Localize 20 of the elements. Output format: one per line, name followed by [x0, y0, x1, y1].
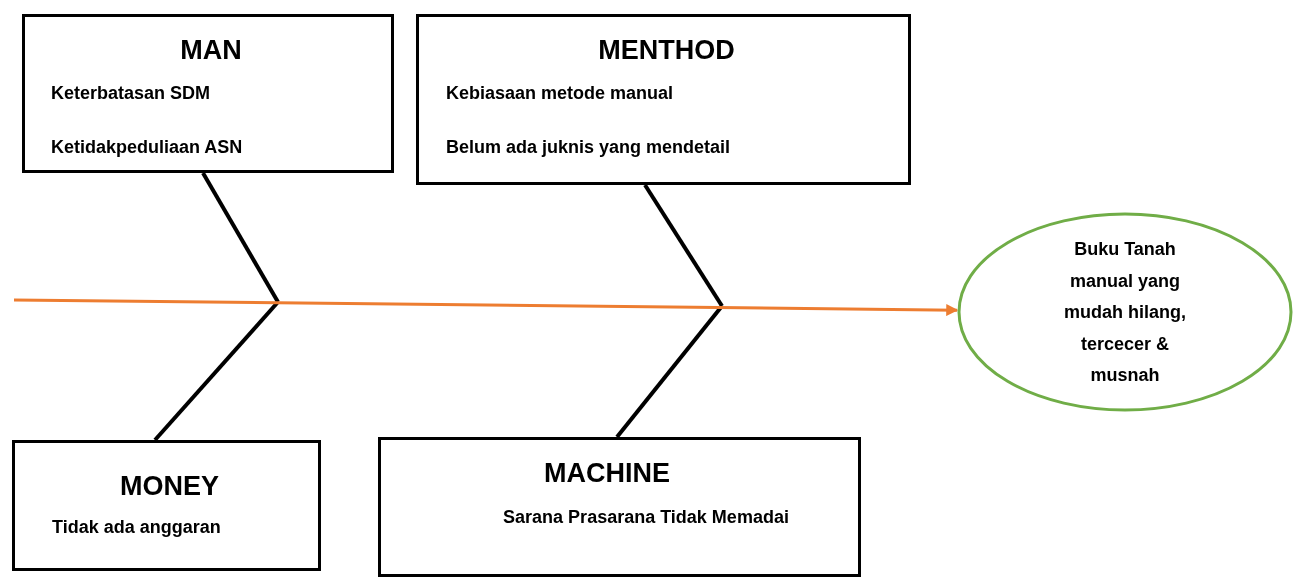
- arrow: [14, 298, 959, 317]
- category-title: MENTHOD: [597, 35, 736, 66]
- category-title: MACHINE: [544, 458, 670, 489]
- cause-text: Kebiasaan metode manual: [446, 83, 674, 104]
- cause-text: Keterbatasan SDM: [51, 83, 211, 104]
- fishbone-line: [201, 172, 280, 303]
- category-title: MAN: [179, 35, 243, 66]
- fishbone-line: [643, 183, 724, 308]
- fishbone-line: [615, 304, 724, 439]
- category-box: [416, 14, 911, 185]
- effect-text: Buku Tanah manual yang mudah hilang, tercecer & musnah: [1063, 238, 1187, 387]
- category-title: MONEY: [119, 471, 220, 502]
- cause-text: Ketidakpeduliaan ASN: [51, 137, 243, 158]
- effect-ellipse: [957, 212, 1293, 412]
- cause-text: Tidak ada anggaran: [52, 517, 221, 538]
- category-box: [378, 437, 861, 577]
- cause-text: Belum ada juknis yang mendetail: [446, 137, 731, 158]
- cause-text: Sarana Prasarana Tidak Memadai: [502, 506, 790, 529]
- category-box: [12, 440, 321, 571]
- category-box: [22, 14, 394, 173]
